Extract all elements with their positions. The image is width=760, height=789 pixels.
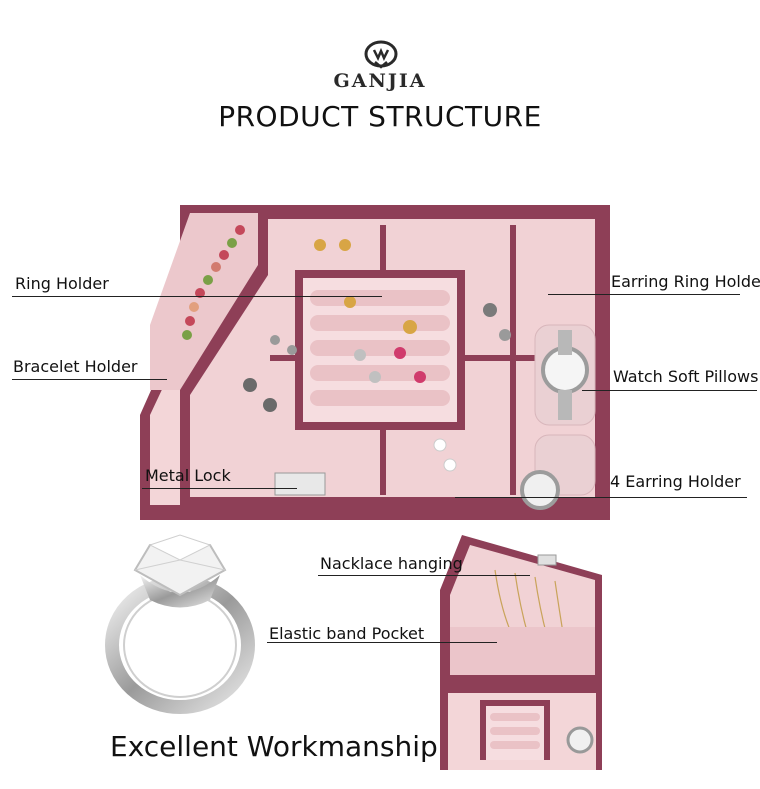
page-title: PRODUCT STRUCTURE (218, 100, 542, 133)
diamond-ring-icon (105, 534, 255, 714)
bracelet-holder-line (12, 379, 167, 380)
watch-soft-pillows-label: Watch Soft Pillows (613, 367, 759, 386)
four-earring-holder-line (455, 497, 747, 498)
brand-logo-icon (364, 40, 398, 69)
four-earring-holder-label: 4 Earring Holder (610, 472, 741, 491)
brand-name: GANJIA (333, 70, 427, 92)
ring-holder-line (12, 296, 382, 297)
metal-lock-line (142, 488, 297, 489)
workmanship-caption: Excellent Workmanship (110, 730, 438, 763)
earring-ring-holder-line (548, 294, 740, 295)
watch-soft-pillows-line (582, 390, 757, 391)
necklace-hanging-line (318, 575, 530, 576)
necklace-hanging-label: Nacklace hanging (320, 554, 463, 573)
jewelry-box-lid-photo (440, 535, 602, 770)
jewelry-box-open-photo (140, 205, 610, 520)
elastic-band-pocket-label: Elastic band Pocket (269, 624, 425, 643)
ring-holder-label: Ring Holder (15, 274, 109, 293)
elastic-band-pocket-line (267, 642, 497, 643)
bracelet-holder-label: Bracelet Holder (13, 357, 138, 376)
metal-lock-label: Metal Lock (145, 466, 231, 485)
earring-ring-holder-label: Earring Ring Holder (611, 272, 760, 291)
